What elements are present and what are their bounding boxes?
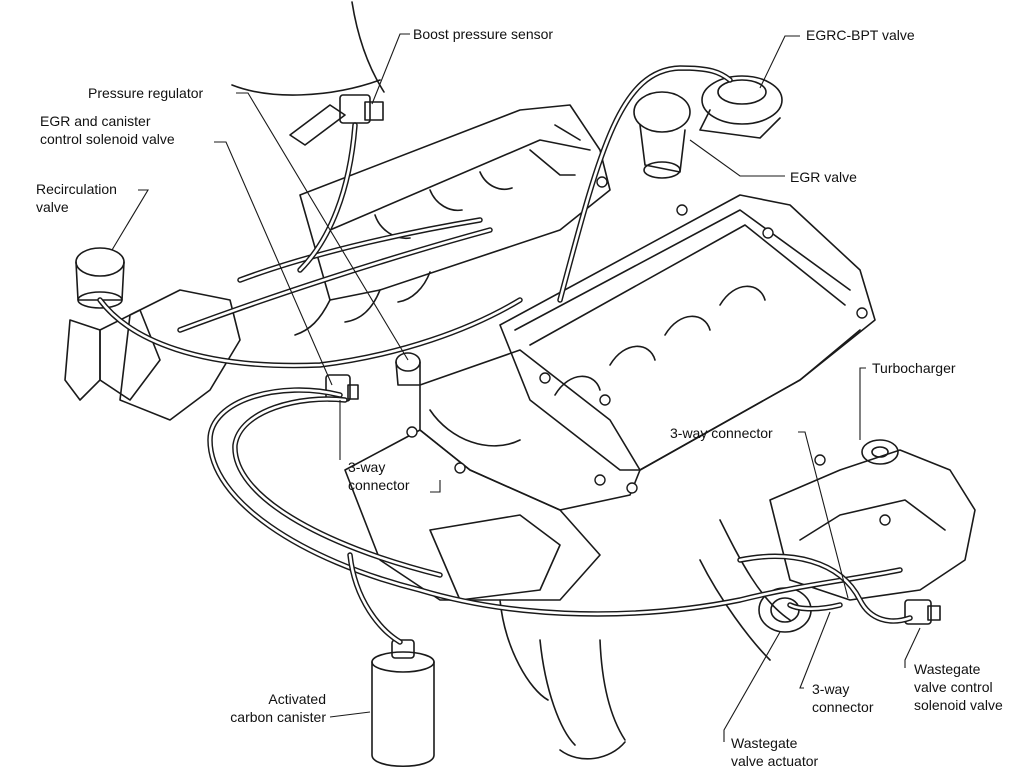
turbocharger	[861, 439, 899, 465]
label-line: valve	[36, 199, 69, 215]
label-egrc-bpt-valve: EGRC-BPT valve	[806, 27, 915, 43]
label-line: 3-way	[812, 681, 850, 697]
activated-carbon-canister	[371, 639, 435, 768]
label-line: Wastegate	[731, 735, 798, 751]
engine-outline	[64, 1, 976, 760]
label-wastegate-valve-actuator: Wastegate valve actuator	[731, 734, 818, 770]
wastegate-solenoid-valve	[904, 599, 941, 625]
label-line: solenoid valve	[914, 697, 1003, 713]
label-activated-carbon-canister: Activated carbon canister	[196, 690, 326, 726]
label-recirculation-valve: Recirculation valve	[36, 180, 117, 216]
label-line: carbon canister	[230, 709, 326, 725]
label-line: Wastegate	[914, 661, 981, 677]
label-line: Activated	[268, 691, 326, 707]
label-line: connector	[812, 699, 874, 715]
label-line: 3-way	[348, 459, 386, 475]
label-pressure-regulator: Pressure regulator	[88, 85, 204, 101]
label-3way-connector-right: 3-way connector	[670, 425, 773, 441]
label-boost-pressure-sensor: Boost pressure sensor	[413, 26, 554, 42]
label-wastegate-solenoid-valve: Wastegate valve control solenoid valve	[914, 660, 1003, 714]
egrc-bpt-valve	[699, 75, 783, 139]
label-line: EGR and canister	[40, 113, 151, 129]
label-line: valve actuator	[731, 753, 819, 769]
label-line: control solenoid valve	[40, 131, 175, 147]
vacuum-hoses	[97, 65, 913, 645]
boost-pressure-sensor	[289, 94, 384, 146]
label-turbocharger: Turbocharger	[872, 360, 956, 376]
label-line: valve control	[914, 679, 993, 695]
label-egr-canister-solenoid-valve: EGR and canister control solenoid valve	[40, 112, 175, 148]
leader-lines	[111, 33, 921, 742]
label-egr-valve: EGR valve	[790, 169, 857, 185]
label-3way-connector-left: 3-way connector	[348, 458, 409, 494]
engine-bolts	[406, 176, 891, 526]
egr-valve	[633, 91, 691, 179]
pressure-regulator	[395, 352, 421, 386]
label-line: Recirculation	[36, 181, 117, 197]
label-line: connector	[348, 477, 410, 493]
label-3way-connector-bottom: 3-way connector	[812, 680, 873, 716]
